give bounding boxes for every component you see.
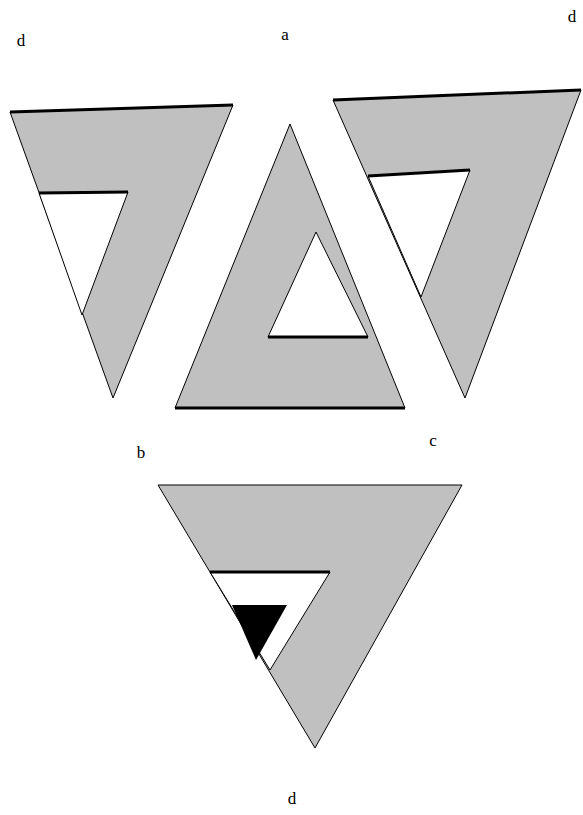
black-triangle [232, 605, 287, 660]
thick-edge [39, 192, 128, 193]
thick-edge [210, 571, 330, 574]
corner-letter: c [429, 432, 437, 449]
white-cutout [39, 192, 128, 315]
right-triangle [333, 90, 581, 398]
thick-edge [368, 170, 470, 176]
thick-edge [268, 336, 368, 339]
corner-letter: b [137, 444, 146, 461]
grey-triangle [333, 90, 581, 398]
white-cutout [268, 232, 368, 337]
corner-letter: d [288, 790, 297, 807]
white-cutout [210, 572, 330, 670]
thick-edge [10, 105, 233, 112]
corner-letter: a [281, 26, 289, 43]
bottom-triangle [158, 485, 462, 748]
thick-edge [333, 90, 581, 100]
corner-letter: d [568, 8, 577, 25]
grey-triangle [158, 485, 462, 748]
corner-letter: d [17, 32, 26, 49]
thick-edge [175, 407, 405, 410]
white-cutout [368, 170, 470, 297]
